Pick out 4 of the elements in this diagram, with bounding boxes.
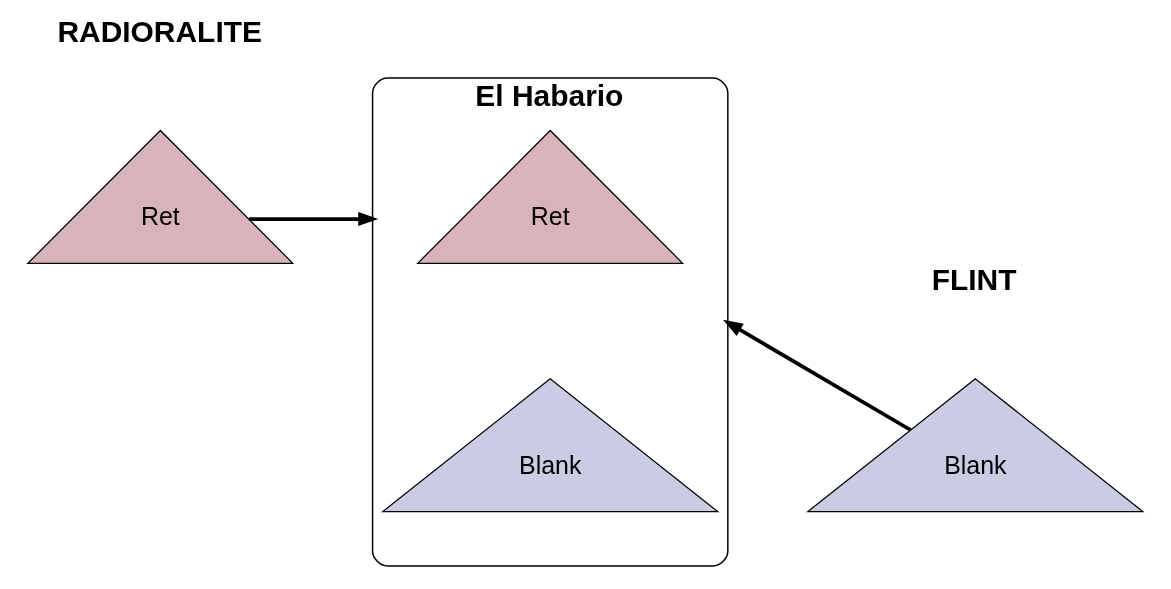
arrow bbox=[722, 319, 912, 432]
arrow bbox=[249, 212, 379, 226]
label: FLINT bbox=[931, 263, 1017, 297]
label: RADIORALITE bbox=[57, 15, 262, 49]
